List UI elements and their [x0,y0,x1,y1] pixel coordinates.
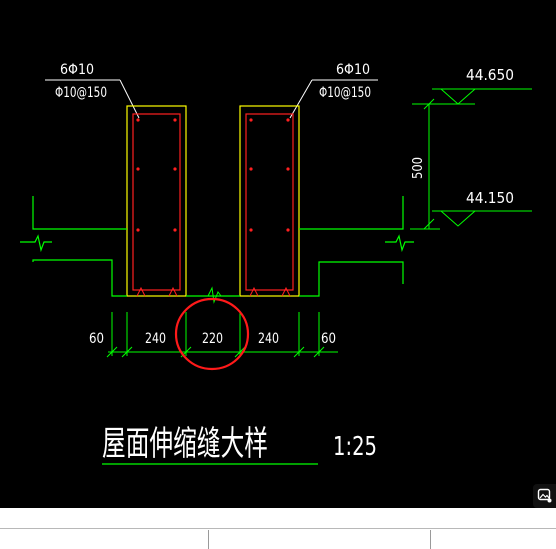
drawing-scale: 1:25 [333,432,377,462]
bottom-toolbar-strip [0,508,556,549]
dim-label: 240 [258,331,279,347]
right-rebar-bottom-text: Φ10@150 [319,85,371,101]
left-rebar-top-text: 6Φ10 [60,62,94,78]
elevation-upper: 44.650 [412,66,532,105]
drawing-title: 屋面伸缩缝大样 [102,424,268,464]
highlight-circle [174,297,250,371]
strip-divider [208,530,209,549]
dim-label: 60 [321,331,336,347]
dimension-labels: 60 240 220 240 60 [89,331,336,347]
image-edit-icon [537,488,552,503]
dim-label: 60 [89,331,104,347]
left-leader-diagonal [119,79,140,119]
dim-label: 240 [145,331,166,347]
image-edit-button[interactable] [533,484,556,508]
left-rebar-bottom-text: Φ10@150 [55,85,107,101]
right-rebar-top-text: 6Φ10 [336,62,370,78]
slab-outline [20,196,414,304]
elevation-lower: 44.150 [432,189,532,227]
vertical-dimension-text: 500 [411,157,426,179]
left-upstand [126,105,187,297]
strip-divider [430,530,431,549]
right-upstand [239,105,300,297]
elevation-upper-text: 44.650 [466,66,514,84]
vertical-dimension [410,98,440,230]
right-rebar-cage [245,113,294,291]
left-rebar-label: 6Φ10 Φ10@150 [45,62,140,119]
right-rebar-label: 6Φ10 Φ10@150 [289,62,378,119]
elevation-lower-text: 44.150 [466,189,514,207]
strip-divider-line [0,528,556,529]
left-rebar-cage [132,113,181,291]
right-leader-diagonal [289,79,313,119]
horizontal-dimension-line [106,312,338,358]
dim-label: 220 [202,331,223,347]
